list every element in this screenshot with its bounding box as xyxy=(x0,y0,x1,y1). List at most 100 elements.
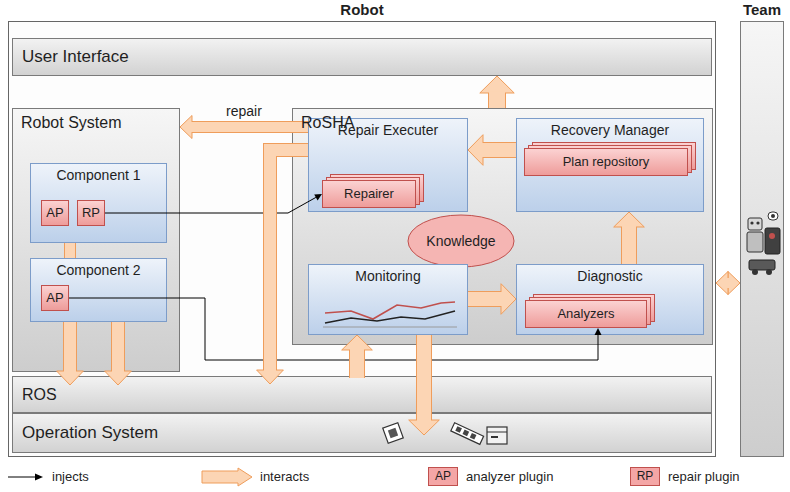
arrow-outline xyxy=(416,335,432,420)
arrow-outline xyxy=(468,291,501,307)
ram-icon xyxy=(451,423,484,445)
interaction-arrow xyxy=(468,284,516,315)
arrow-head xyxy=(614,212,645,227)
node-label: Monitoring xyxy=(355,268,420,285)
node-label: Repairer xyxy=(344,186,394,202)
arrow-head xyxy=(257,370,284,384)
component-box: DiagnosticAnalyzers xyxy=(516,264,704,335)
legend-swatch: RP xyxy=(630,467,660,486)
hardware-icons xyxy=(379,419,509,449)
arrow-fill xyxy=(270,150,308,371)
edge-label: repair xyxy=(226,103,262,120)
node-label: Recovery Manager xyxy=(551,122,669,139)
component-box: Repair ExecuterRepairer xyxy=(308,118,468,212)
inject-head xyxy=(595,328,602,335)
arrow-fill xyxy=(468,292,502,306)
arrow-fill xyxy=(417,335,431,421)
monitoring-chart xyxy=(321,291,459,331)
arrow-fill xyxy=(112,322,124,372)
arrow-head xyxy=(728,272,740,295)
node-label: AP xyxy=(46,290,63,306)
node-label: Robot xyxy=(340,1,383,19)
arrow-fill xyxy=(350,349,364,378)
plugin-box: Repairer xyxy=(322,180,416,208)
node-label: User Interface xyxy=(22,47,129,67)
inject-head xyxy=(314,194,322,201)
module-panel: Robot SystemComponent 1 AP RP Component 2AP xyxy=(12,108,180,372)
component-box: Component 2AP xyxy=(30,258,167,322)
arrow-head xyxy=(342,335,373,350)
legend-text: interacts xyxy=(260,469,309,485)
arrow-outline xyxy=(621,227,637,264)
inject-path xyxy=(105,197,316,213)
arrow-fill xyxy=(622,226,636,264)
plugin-box: Plan repository xyxy=(524,148,688,176)
arrow-outline xyxy=(64,243,76,258)
module-panel: Team xyxy=(740,21,784,457)
arrow-outline xyxy=(488,93,506,108)
disk-icon xyxy=(487,427,507,444)
node-label: Knowledge xyxy=(426,233,495,250)
arrow-outline xyxy=(63,322,77,371)
plugin-box: AP xyxy=(41,200,69,226)
interaction-arrow xyxy=(257,150,308,384)
knowledge-ellipse: Knowledge xyxy=(407,214,515,268)
node-label: ROS xyxy=(22,385,57,404)
interaction-arrow xyxy=(57,322,84,385)
legend-text: analyzer plugin xyxy=(466,469,553,485)
arrow-head xyxy=(409,420,440,435)
node-label: Analyzers xyxy=(557,306,614,322)
interaction-arrow xyxy=(468,135,516,166)
node-label: AP xyxy=(46,205,63,221)
interaction-arrow xyxy=(480,76,514,108)
arrow-outline xyxy=(111,322,125,371)
node-label: Repair Executer xyxy=(338,122,438,139)
component-box: Monitoring xyxy=(308,264,468,335)
inject-path xyxy=(69,298,598,360)
legend-swatch: AP xyxy=(428,467,458,486)
legend-text: injects xyxy=(52,469,89,485)
interaction-arrow xyxy=(342,335,373,378)
interacts-sample-arrow xyxy=(202,468,252,486)
plugin-box: AP xyxy=(41,285,69,311)
system-boundary: RobotUser InterfaceRobot SystemComponent… xyxy=(8,21,716,457)
arrow-head xyxy=(480,76,514,93)
arrow-head xyxy=(57,371,84,385)
chart-baseline xyxy=(323,327,457,328)
node-label: Robot System xyxy=(21,113,121,132)
cpu-icon xyxy=(383,423,404,444)
arrow-outline xyxy=(192,121,308,133)
arrow-head xyxy=(105,371,132,385)
arrow-head xyxy=(468,135,483,166)
plugin-box: Analyzers xyxy=(525,300,647,328)
inject-line xyxy=(69,298,602,360)
ellipse-outline xyxy=(408,215,514,267)
layer-band: User Interface xyxy=(12,38,712,76)
node-label: Component 1 xyxy=(56,167,140,184)
interaction-arrow xyxy=(409,335,440,435)
component-box: Component 1 AP RP xyxy=(30,163,167,243)
module-panel: RoSHARepair ExecuterRepairerRecovery Man… xyxy=(292,108,713,345)
arrow-fill xyxy=(727,278,729,288)
injects-sample-head xyxy=(35,474,43,481)
arrow-outline xyxy=(270,150,308,370)
legend-swatch-label: RP xyxy=(637,469,654,483)
node-label: Plan repository xyxy=(563,154,650,170)
plugin-box: RP xyxy=(77,200,105,226)
arrow-head xyxy=(180,116,192,139)
legend-text: repair plugin xyxy=(668,469,740,485)
layer-band: Operation System xyxy=(12,413,712,453)
node-label: Team xyxy=(743,1,781,19)
arrow-fill xyxy=(191,122,308,132)
injects-sample-line xyxy=(8,477,36,478)
chart-black-line xyxy=(325,311,455,323)
interaction-arrow xyxy=(614,212,645,264)
inject-line xyxy=(105,194,322,213)
arrow-outline xyxy=(349,350,365,378)
arrow-fill xyxy=(482,143,516,157)
legend-swatch-label: AP xyxy=(435,469,451,483)
arrow-fill xyxy=(64,322,76,372)
team-robots-icon xyxy=(744,208,782,280)
